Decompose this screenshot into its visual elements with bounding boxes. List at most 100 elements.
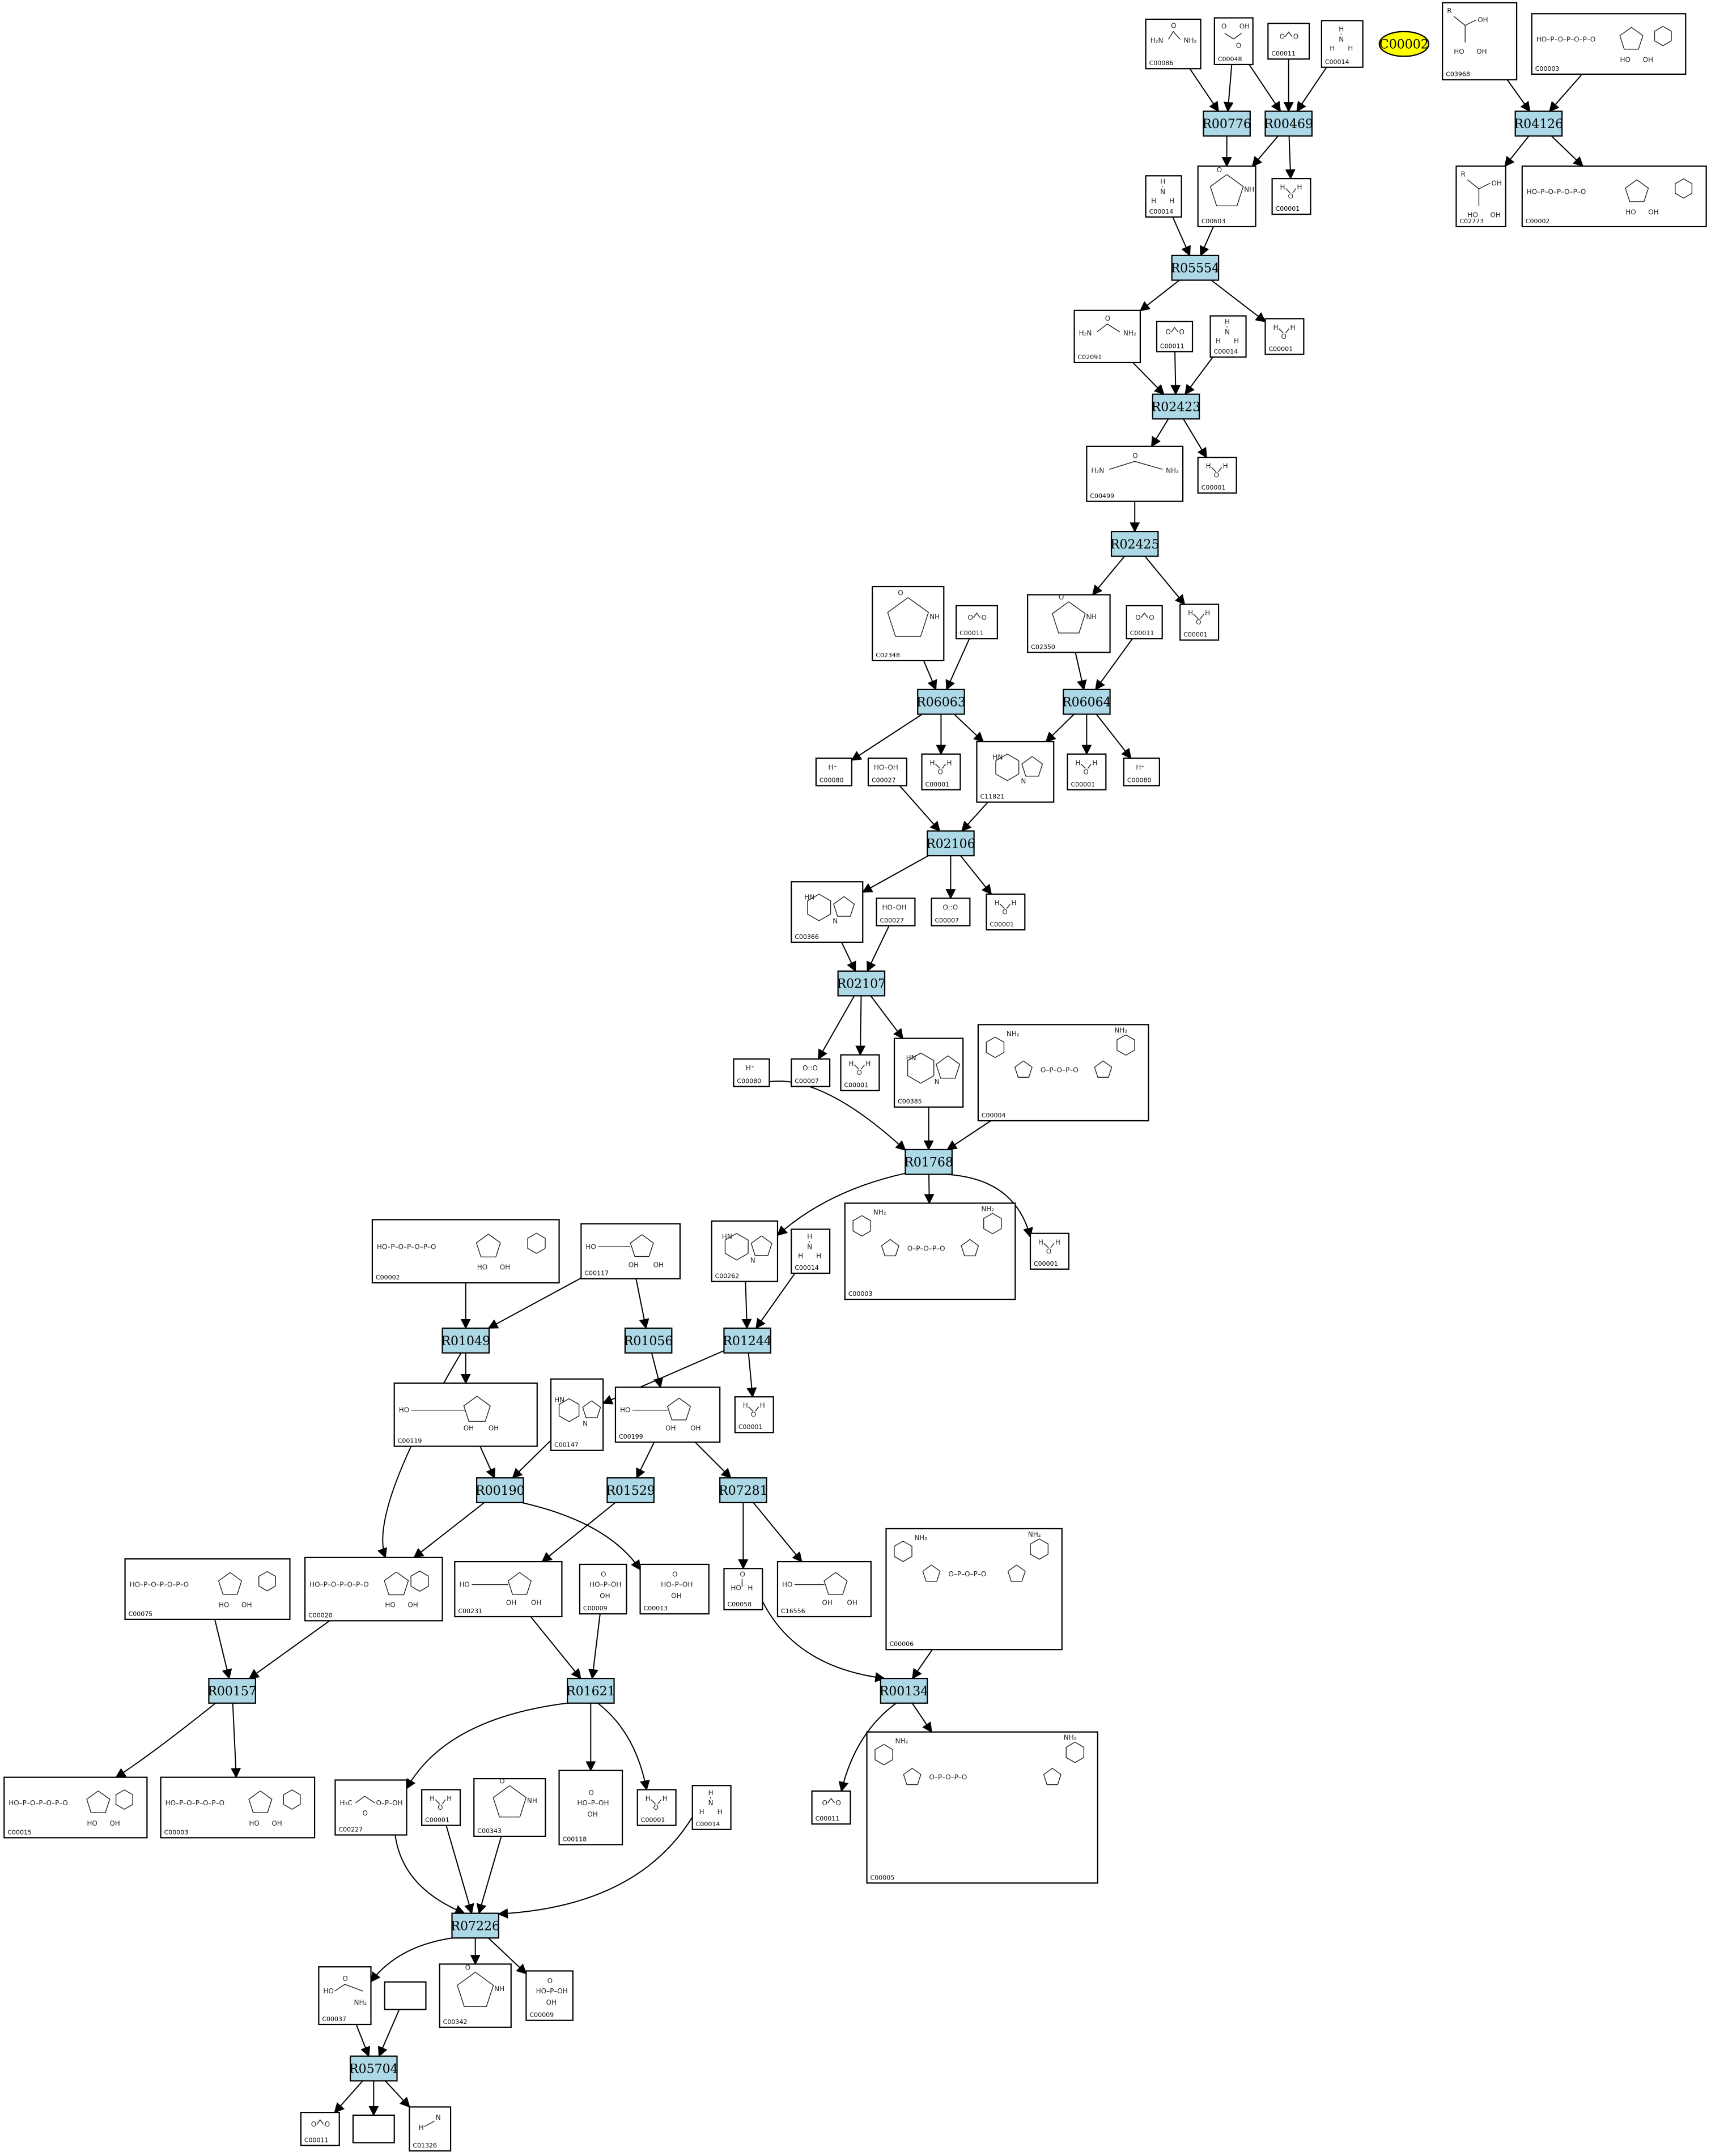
compound-node[interactable] — [352, 2114, 395, 2144]
reaction-node-r02423[interactable]: R02423 — [1152, 393, 1201, 420]
reaction-node-r01056[interactable]: R01056 — [624, 1327, 673, 1354]
reaction-node-r02107[interactable]: R02107 — [837, 970, 886, 997]
reaction-node-r05704[interactable]: R05704 — [349, 2055, 398, 2082]
reaction-node-r04126[interactable]: R04126 — [1514, 110, 1564, 137]
compound-node[interactable] — [384, 1981, 427, 2010]
reaction-node-r00469[interactable]: R00469 — [1264, 110, 1313, 137]
reaction-node-r05554[interactable]: R05554 — [1171, 254, 1220, 281]
compound-node[interactable]: H⁺C00080 — [733, 1058, 770, 1087]
compound-node[interactable]: H⁺C00080 — [1123, 757, 1160, 786]
reaction-node-r01621[interactable]: R01621 — [566, 1678, 615, 1704]
reaction-node-r00776[interactable]: R00776 — [1202, 110, 1251, 137]
compound-node[interactable]: H⁺C00080 — [815, 757, 852, 786]
compound-node-highlight[interactable]: C00002 — [1378, 31, 1430, 57]
reaction-node-r00157[interactable]: R00157 — [207, 1678, 257, 1704]
structure-atom: HO — [219, 1601, 229, 1609]
structure-atom: H — [807, 1232, 812, 1240]
reaction-node-r00190[interactable]: R00190 — [475, 1477, 525, 1503]
reaction-node-r01529[interactable]: R01529 — [606, 1477, 655, 1503]
reaction-node-r06064[interactable]: R06064 — [1062, 688, 1111, 715]
compound-id: C00005 — [871, 1874, 895, 1881]
reaction-node-r01049[interactable]: R01049 — [441, 1327, 490, 1354]
reaction-node-r01768[interactable]: R01768 — [904, 1149, 953, 1175]
reaction-node-r07226[interactable]: R07226 — [451, 1912, 500, 1939]
reaction-node-r02106[interactable]: R02106 — [926, 830, 975, 857]
reaction-node-r02425[interactable]: R02425 — [1110, 530, 1160, 557]
reaction-node-r06063[interactable]: R06063 — [916, 688, 966, 715]
reaction-edge — [1249, 64, 1281, 112]
reaction-node-r01244[interactable]: R01244 — [723, 1327, 772, 1354]
structure-bond — [1285, 31, 1293, 37]
reaction-node-r07281[interactable]: R07281 — [719, 1477, 768, 1503]
reaction-node-r00134[interactable]: R00134 — [880, 1678, 929, 1704]
